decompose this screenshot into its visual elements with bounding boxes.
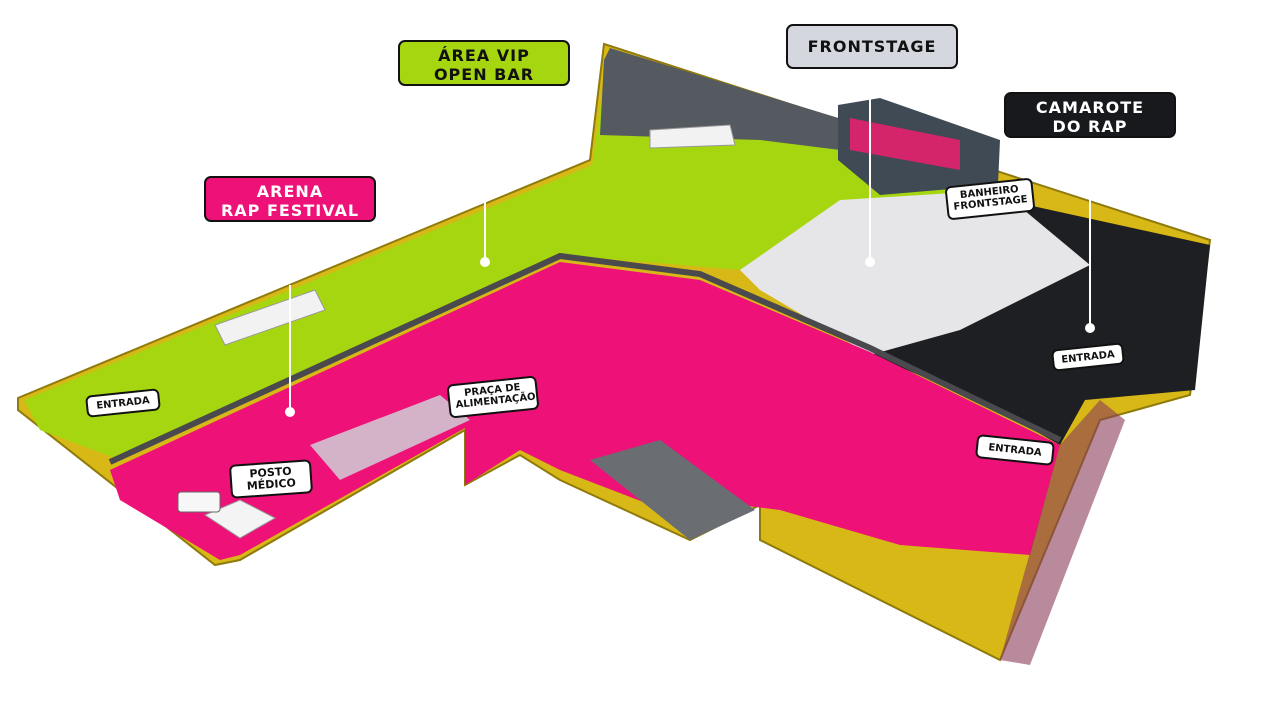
grandstand-side (1000, 400, 1125, 665)
tent-posto (203, 499, 277, 539)
frontstage-floor (740, 190, 1090, 355)
callout-posto-medico[interactable]: POSTO MÉDICO (228, 459, 314, 499)
zone-camarote-line1: CAMAROTE (1035, 98, 1145, 117)
marker-camarote (1085, 323, 1095, 333)
zone-camarote-line2: DO RAP (1052, 117, 1128, 136)
marker-frontstage (865, 257, 875, 267)
zone-vip-line1: ÁREA VIP (438, 46, 530, 65)
zone-frontstage-label: FRONTSTAGE (807, 37, 937, 56)
vip-service-area (600, 48, 845, 150)
walkway-path (108, 252, 1062, 465)
zone-badge-vip[interactable]: ÁREA VIP OPEN BAR (398, 40, 570, 86)
arena-floor (110, 262, 1060, 560)
zone-arena-line2: RAP FESTIVAL (220, 201, 360, 220)
tent-vip (649, 124, 736, 149)
zone-badge-frontstage[interactable]: FRONTSTAGE (786, 24, 958, 69)
posto-line2: MÉDICO (246, 476, 297, 493)
food-court-floor (310, 395, 470, 480)
marker-arena (285, 407, 295, 417)
tent-left (214, 289, 326, 346)
marker-vip (480, 257, 490, 267)
zone-badge-arena[interactable]: ARENA RAP FESTIVAL (204, 176, 376, 222)
entrada-camarote-label: ENTRADA (1060, 349, 1116, 366)
stage-screen (850, 118, 960, 170)
zone-badge-camarote[interactable]: CAMAROTE DO RAP (1004, 92, 1176, 138)
zone-arena-line1: ARENA (256, 182, 324, 201)
lounge-deck (590, 440, 755, 540)
ambulance-shape (177, 491, 221, 513)
camarote-floor (870, 190, 1210, 445)
entrada-left-label: ENTRADA (95, 395, 151, 412)
entrada-right-label: ENTRADA (987, 442, 1043, 459)
zone-vip-line2: OPEN BAR (433, 65, 535, 84)
